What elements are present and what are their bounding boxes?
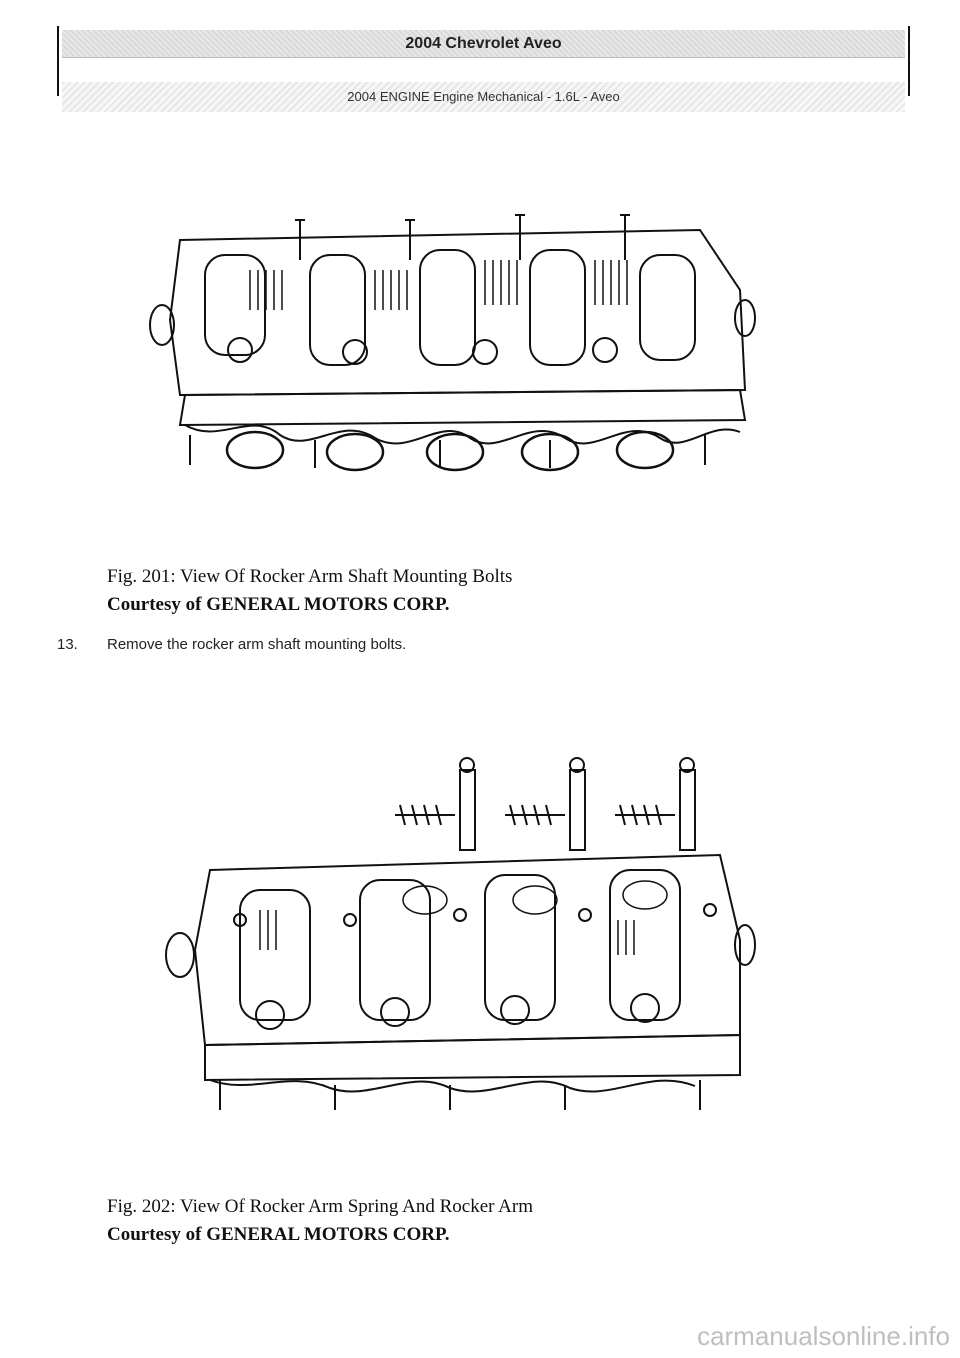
figure-202-title: Fig. 202: View Of Rocker Arm Spring And …	[107, 1196, 533, 1217]
figure-201-credit: Courtesy of GENERAL MOTORS CORP.	[107, 594, 450, 615]
figure-201-title: Fig. 201: View Of Rocker Arm Shaft Mount…	[107, 566, 513, 587]
watermark-text: carmanualsonline.info	[697, 1321, 950, 1351]
step-number: 13.	[57, 636, 78, 653]
procedure-step: 13. Remove the rocker arm shaft mounting …	[57, 636, 857, 653]
step-text: Remove the rocker arm shaft mounting bol…	[107, 636, 407, 653]
figure-202-illustration	[150, 750, 760, 1120]
document-subtitle: 2004 ENGINE Engine Mechanical - 1.6L - A…	[62, 82, 905, 112]
figure-201-caption: Fig. 201: View Of Rocker Arm Shaft Mount…	[107, 563, 807, 619]
figure-202-caption: Fig. 202: View Of Rocker Arm Spring And …	[107, 1193, 807, 1249]
document-title: 2004 Chevrolet Aveo	[62, 30, 905, 58]
figure-202-credit: Courtesy of GENERAL MOTORS CORP.	[107, 1224, 450, 1245]
page-header: 2004 Chevrolet Aveo 2004 ENGINE Engine M…	[57, 26, 910, 112]
figure-201-illustration	[140, 200, 770, 490]
